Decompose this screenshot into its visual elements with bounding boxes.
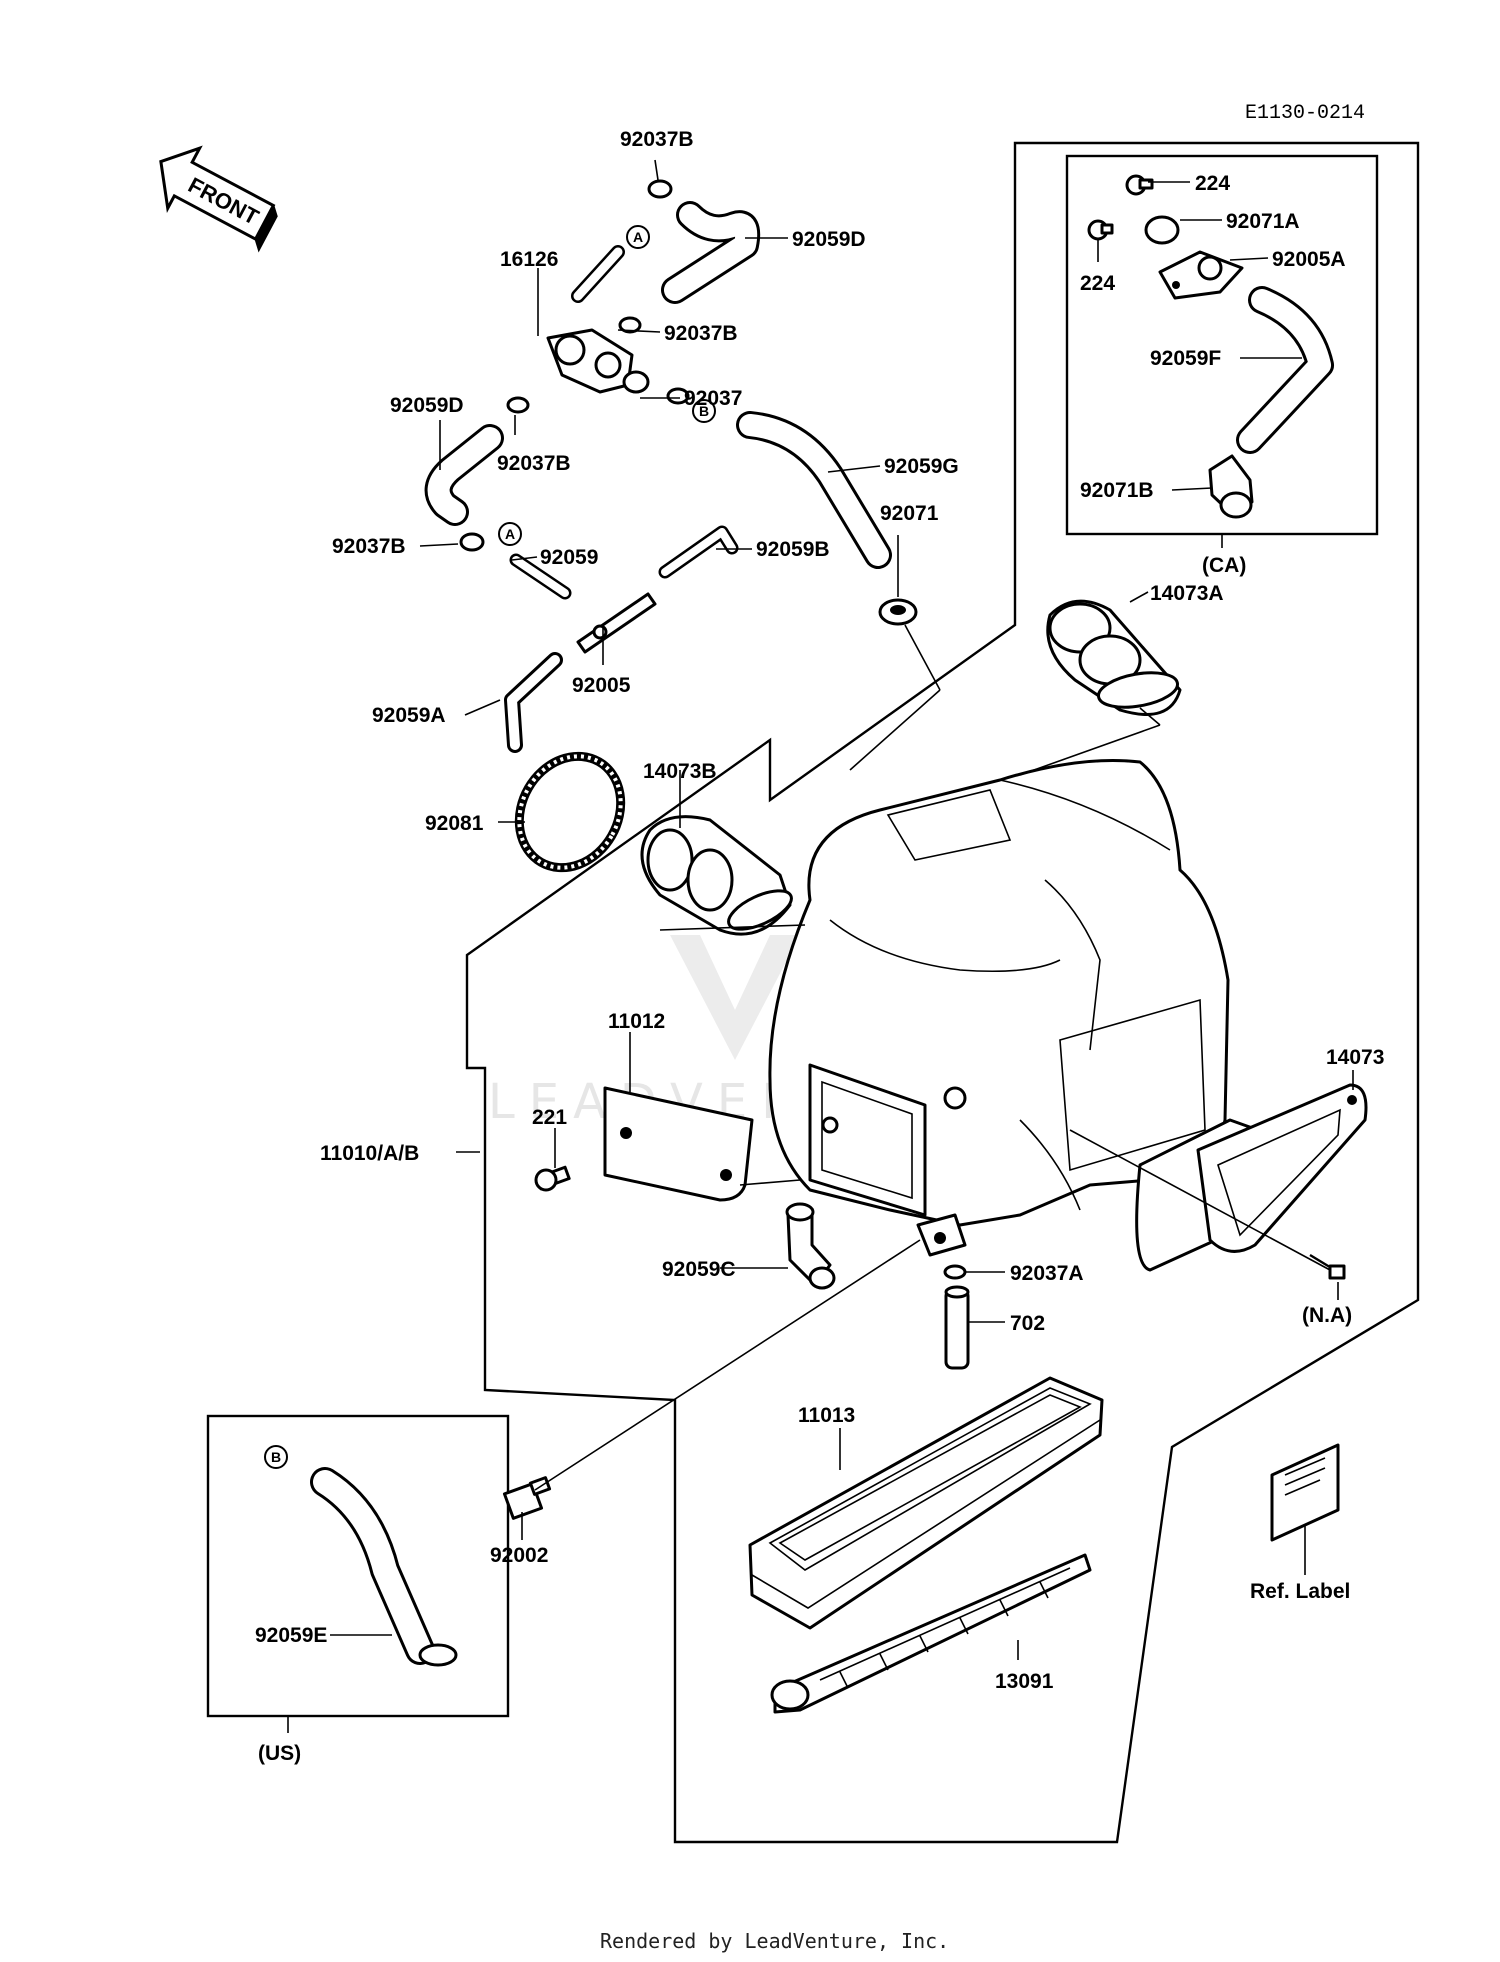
label-11013: 11013 [798,1404,855,1427]
drawing-code: E1130-0214 [1245,102,1365,125]
label-92059g: 92059G [884,455,959,478]
label-221: 221 [532,1106,567,1129]
pipe-702 [944,1285,970,1370]
airbox-housing-11010 [768,759,1230,1257]
circle-ref-b-us-label: B [271,1449,281,1465]
label-13091: 13091 [995,1670,1054,1693]
valve-92005a [1158,250,1244,300]
label-92037a: 92037A [1010,1262,1084,1285]
label-92005a: 92005A [1272,248,1346,271]
label-92005: 92005 [572,674,631,697]
hose-92059d-top [661,201,761,304]
label-ref-label: Ref. Label [1250,1580,1350,1603]
label-92037b-top: 92037B [620,128,694,151]
label-na: (N.A) [1302,1304,1352,1327]
circle-ref-a-top-label: A [633,229,643,245]
label-92037b-mid: 92037B [664,322,738,345]
hose-92059a [504,652,563,753]
label-92059e: 92059E [255,1624,327,1647]
elbow-92071b [1208,454,1254,519]
label-92002: 92002 [490,1544,548,1567]
label-92059a: 92059A [372,704,446,727]
clamp-92037b-low [459,532,485,552]
bolt-na [1309,1253,1346,1280]
label-224-top: 224 [1195,172,1230,195]
circle-ref-b-us: B [264,1445,288,1469]
label-92059d-top: 92059D [792,228,866,251]
circle-ref-b-top: B [692,399,716,423]
bolt-92002 [502,1476,552,1520]
hose-92059 [509,553,572,600]
label-92059: 92059 [540,546,598,569]
label-14073a: 14073A [1150,582,1224,605]
bolt-224-left [1087,219,1114,241]
label-14073b: 14073B [643,760,717,783]
label-16126: 16126 [500,248,558,271]
gasket-92081 [514,751,626,873]
label-702: 702 [1010,1312,1045,1335]
circle-ref-a-low-label: A [505,526,515,542]
label-92059c: 92059C [662,1258,736,1281]
circle-ref-a-top: A [626,225,650,249]
label-92081: 92081 [425,812,484,835]
valve-16126 [546,328,650,394]
duct-14073b [640,815,793,936]
circle-ref-a-low: A [498,522,522,546]
clamp-92037a [943,1264,967,1280]
ref-label-card [1270,1443,1340,1575]
hose-92059f [1236,286,1334,454]
label-11012: 11012 [608,1010,665,1033]
label-92037b-low: 92037B [332,535,406,558]
hose-92059e [310,1467,458,1667]
hose-a-top [571,245,625,303]
label-11010ab: 11010/A/B [320,1142,419,1165]
cover-14073 [1135,1083,1368,1272]
label-92071a: 92071A [1226,210,1300,233]
clamp-92037 [666,387,690,405]
bolt-221 [534,1165,571,1192]
main-boundary-line [465,141,1420,1844]
label-92059f: 92059F [1150,347,1221,370]
label-224-left: 224 [1080,272,1115,295]
hose-92059d-left [424,424,504,526]
grommet-92071 [878,598,918,626]
clamp-92037b-top [647,159,673,199]
bolt-224-top [1125,174,1154,196]
footer-credit: Rendered by LeadVenture, Inc. [600,1929,949,1953]
us-inset-box [206,1414,510,1718]
label-92037: 92037 [684,387,742,410]
filter-element-11013 [748,1376,1104,1630]
label-92071b: 92071B [1080,479,1154,502]
clamp-92037b-mid [618,316,642,334]
hose-92059g [736,411,892,569]
clamp-92037b-left [506,396,530,414]
label-92059b: 92059B [756,538,830,561]
fitting-92005 [576,592,657,654]
hose-92059b [658,525,739,579]
label-92037b-left: 92037B [497,452,571,475]
elbow-92059c [785,1202,836,1290]
part-labels: 92037B 92059D 16126 92037B 92037 92059D … [255,128,1384,1693]
grommet-92071a [1144,215,1180,245]
label-92059d-left: 92059D [390,394,464,417]
front-arrow-icon: FRONT [159,145,278,253]
frame-13091 [770,1553,1092,1714]
label-92071: 92071 [880,502,939,525]
leader-lines [330,181,1354,1660]
circle-ref-b-top-label: B [699,403,709,419]
ca-region-label: (CA) [1202,554,1246,577]
us-region-label: (US) [258,1742,301,1765]
duct-14073a [1046,599,1182,716]
label-14073: 14073 [1326,1046,1384,1069]
